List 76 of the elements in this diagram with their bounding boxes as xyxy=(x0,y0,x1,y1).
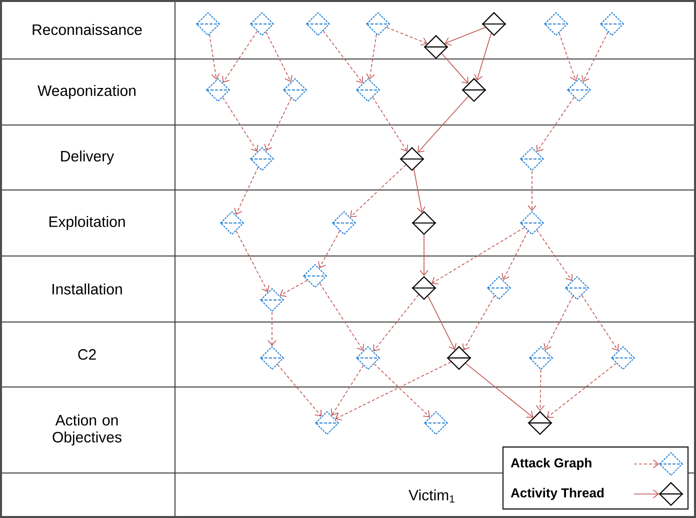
stage-label: C2 xyxy=(78,349,96,360)
arrow xyxy=(222,30,258,83)
attack-diamond xyxy=(314,410,340,435)
attack-diamond xyxy=(564,276,590,300)
attack-diamond xyxy=(520,210,544,235)
arrow xyxy=(502,230,528,280)
legend-text: Attack Graph xyxy=(510,458,592,470)
arrow xyxy=(280,280,308,297)
attack-diamond xyxy=(302,264,328,288)
arrow xyxy=(444,27,486,46)
attack-diamond xyxy=(424,410,448,435)
attack-diamond xyxy=(196,12,220,36)
stage-label: Reconnaissance xyxy=(32,24,142,35)
attack-diamond xyxy=(356,346,380,370)
attack-diamond xyxy=(566,78,592,102)
attack-diamond xyxy=(356,78,380,102)
arrow xyxy=(581,294,619,351)
arrow xyxy=(544,296,574,350)
arrow xyxy=(366,34,377,80)
arrow xyxy=(432,227,525,284)
arrow xyxy=(373,294,420,352)
attack-diamond xyxy=(366,12,390,36)
victim-label: Victim$_{1}$ xyxy=(408,489,454,503)
arrow xyxy=(536,96,575,152)
arrow xyxy=(350,164,406,218)
arrow xyxy=(330,364,364,416)
arrow xyxy=(420,234,428,276)
attack-diamond xyxy=(260,288,284,312)
arrow xyxy=(528,170,536,211)
arrow xyxy=(277,364,322,416)
attack-diamond xyxy=(332,210,356,235)
legend-text: Activity Thread xyxy=(510,488,604,500)
attack-diamond xyxy=(260,346,284,370)
attack-diamond xyxy=(250,146,274,171)
arrow xyxy=(474,32,492,81)
arrow xyxy=(236,230,270,292)
arrow xyxy=(372,96,408,152)
stage-label: Weaponization xyxy=(38,85,136,99)
arrow xyxy=(209,34,220,80)
attack-diamond xyxy=(220,210,244,235)
arrow xyxy=(428,296,456,350)
arrow xyxy=(441,52,468,84)
arrow xyxy=(374,363,430,418)
arrow xyxy=(536,369,545,412)
arrow xyxy=(546,362,617,418)
arrow xyxy=(335,362,452,421)
arrow xyxy=(536,230,573,281)
arrow xyxy=(319,282,364,351)
attack-diamond xyxy=(520,146,544,171)
attack-diamond xyxy=(486,276,512,300)
stage-label: Action on Objectives xyxy=(52,414,122,446)
attack-diamond xyxy=(610,346,636,370)
stage-label: Installation xyxy=(52,283,122,294)
arrow xyxy=(318,230,340,268)
arrow xyxy=(414,168,426,213)
arrow xyxy=(322,30,364,84)
arrow xyxy=(582,32,608,82)
arrow xyxy=(558,32,578,82)
attack-diamond xyxy=(250,12,274,36)
attack-diamond xyxy=(544,12,568,36)
arrow xyxy=(264,98,292,151)
attack-diamond xyxy=(306,12,330,36)
arrow xyxy=(266,32,292,82)
attack-diamond xyxy=(206,78,230,102)
arrow xyxy=(462,295,496,350)
stage-label: Delivery xyxy=(61,150,114,164)
arrow xyxy=(386,27,428,46)
attack-diamond xyxy=(528,346,554,370)
attack-diamond xyxy=(600,12,624,36)
arrow xyxy=(222,96,258,152)
arrow xyxy=(268,312,276,346)
stage-label: Exploitation xyxy=(49,216,125,230)
arrow xyxy=(418,96,469,153)
arrow xyxy=(234,166,259,215)
attack-diamond xyxy=(282,78,308,102)
arrow xyxy=(465,362,534,418)
